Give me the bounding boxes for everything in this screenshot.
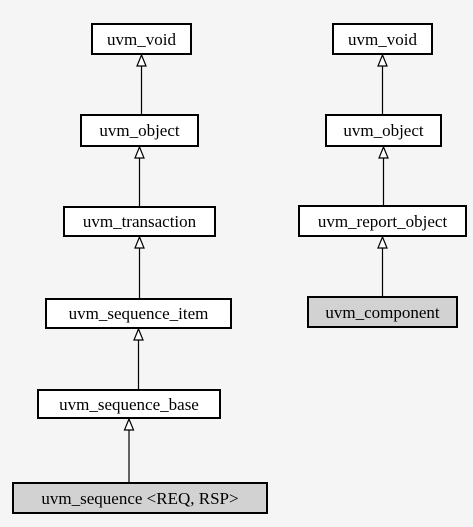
inheritance-arrowhead	[377, 53, 388, 67]
left-uvm-sequence-node: uvm_sequence <REQ, RSP>	[12, 482, 268, 514]
left-uvm-void-node: uvm_void	[91, 23, 192, 55]
right-uvm-report-object-node: uvm_report_object	[298, 205, 467, 237]
left-uvm-sequence-item-node: uvm_sequence_item	[45, 298, 232, 329]
right-uvm-object-node: uvm_object	[325, 114, 442, 147]
inheritance-arrowhead	[136, 53, 147, 67]
inheritance-arrowhead	[133, 327, 144, 341]
left-uvm-object-node: uvm_object	[80, 114, 199, 147]
left-uvm-transaction-node: uvm_transaction	[63, 206, 216, 237]
inheritance-arrowhead	[123, 417, 135, 431]
right-uvm-void-node: uvm_void	[332, 23, 433, 55]
inheritance-arrowhead	[134, 235, 145, 249]
inheritance-arrowhead	[377, 235, 388, 249]
inheritance-arrowhead	[134, 145, 145, 159]
inheritance-arrowhead	[378, 145, 389, 159]
right-uvm-component-node: uvm_component	[307, 296, 458, 328]
left-uvm-sequence-base-node: uvm_sequence_base	[37, 389, 221, 419]
